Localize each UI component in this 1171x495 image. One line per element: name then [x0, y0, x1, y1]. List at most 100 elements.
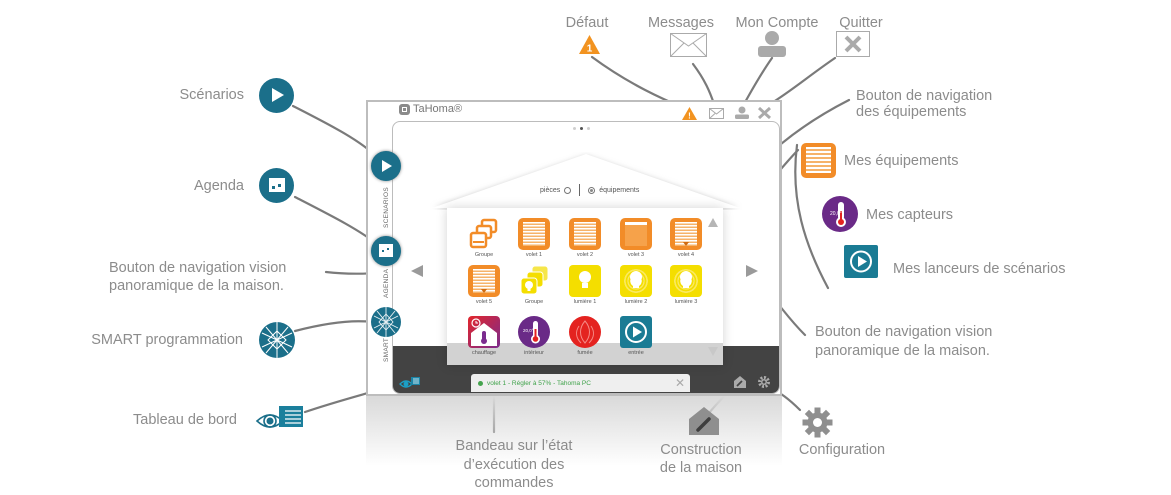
device-tile-label: lumière 3 — [674, 299, 698, 305]
device-tile-label: entrée — [628, 350, 644, 356]
smoke-icon — [569, 316, 601, 348]
scenarios-icon-large — [259, 78, 294, 113]
annotation-smart: SMART programmation — [91, 332, 243, 348]
annotation-nav-right-line2: panoramique de la maison. — [815, 343, 990, 359]
device-tile-label: intérieur — [524, 350, 544, 356]
leader-messages — [691, 62, 716, 106]
nav-devices-down-button[interactable] — [708, 347, 718, 356]
annotation-configuration: Configuration — [798, 442, 886, 458]
device-tile-label: volet 5 — [475, 299, 493, 305]
scenario-launcher-icon — [620, 316, 652, 348]
thermometer-icon: 20,0° — [518, 316, 550, 348]
account-icon-large — [758, 31, 786, 57]
annotation-status-banner-line3: commandes — [474, 475, 554, 491]
device-tile[interactable]: volet 3 — [616, 218, 656, 258]
page-dot[interactable] — [573, 127, 576, 130]
messages-icon[interactable] — [709, 108, 724, 119]
nav-panoramic-right-button[interactable] — [746, 265, 758, 277]
nav-devices-up-button[interactable] — [708, 218, 718, 227]
device-tile[interactable]: Groupe — [514, 265, 554, 305]
device-tile[interactable]: lumière 3 — [666, 265, 706, 305]
my-devices-icon — [801, 143, 836, 178]
tahoma-brand: TaHoma® — [399, 103, 462, 115]
annotation-my-launchers: Mes lanceurs de scénarios — [893, 261, 1066, 277]
smart-icon-large — [259, 322, 295, 358]
agenda-icon-large — [259, 168, 294, 203]
status-ok-icon — [478, 380, 483, 386]
command-status-banner[interactable]: volet 1 - Régler à 57% - Tahoma PC ✕ — [471, 374, 690, 392]
annotation-house-build-line2: de la maison — [659, 460, 743, 476]
tahoma-logo-icon — [399, 103, 410, 115]
device-tile[interactable]: lumière 1 — [565, 265, 605, 305]
house-build-button[interactable] — [733, 375, 747, 389]
device-tile[interactable]: volet 4 — [666, 218, 706, 258]
annotation-dashboard: Tableau de bord — [133, 412, 237, 428]
agenda-button[interactable] — [371, 236, 401, 266]
heating-icon — [468, 316, 500, 348]
device-tile[interactable]: lumière 2 — [616, 265, 656, 305]
my-scenario-launchers-icon — [844, 245, 878, 278]
device-tile[interactable]: Groupe — [464, 218, 504, 258]
shutter-open-icon — [569, 218, 601, 250]
annotation-status-banner-line2: d’exécution des — [463, 457, 565, 473]
view-option-rooms-label: pièces — [540, 186, 561, 194]
account-icon[interactable] — [734, 106, 750, 119]
device-tile-label: volet 3 — [627, 252, 645, 258]
leader-quit — [768, 56, 837, 106]
device-tile[interactable]: fumée — [565, 316, 605, 356]
light-on-icon — [670, 265, 702, 297]
device-tile[interactable]: 20,0° intérieur — [514, 316, 554, 356]
annotation-account: Mon Compte — [735, 15, 819, 31]
view-toggle: pièces équipements — [540, 184, 639, 196]
device-tile[interactable]: volet 1 — [514, 218, 554, 258]
house-build-icon-large — [689, 407, 719, 435]
house-floor-dock — [447, 343, 723, 365]
view-option-devices-radio[interactable] — [588, 186, 596, 194]
house-roof — [432, 154, 740, 208]
annotation-house-build-line1: Construction — [660, 442, 742, 458]
annotation-my-sensors: Mes capteurs — [866, 207, 954, 223]
dashboard-icon-large — [255, 406, 303, 428]
close-icon[interactable]: ✕ — [674, 376, 685, 390]
messages-icon-large — [670, 33, 707, 57]
device-tile-label: volet 4 — [677, 252, 695, 258]
device-tile[interactable]: volet 5 — [464, 265, 504, 305]
quit-icon[interactable] — [758, 107, 771, 119]
sensor-value-text: 20,0° — [830, 211, 842, 217]
device-tile-label: lumière 1 — [573, 299, 597, 305]
annotation-scenarios: Scénarios — [179, 87, 244, 103]
light-on-icon — [620, 265, 652, 297]
warning-icon[interactable]: ! — [682, 107, 697, 120]
nav-panoramic-left-button[interactable] — [411, 265, 423, 277]
device-tile-label: Groupe — [524, 299, 544, 305]
dashboard-button[interactable] — [399, 376, 421, 390]
annotation-nav-left-line1: Bouton de navigation vision — [109, 260, 287, 276]
scenarios-button[interactable] — [371, 151, 401, 181]
status-text: volet 1 - Régler à 57% - Tahoma PC — [487, 379, 591, 387]
annotation-default: Défaut — [565, 15, 609, 31]
calendar-icon — [379, 244, 393, 257]
shutter-closed-icon — [620, 218, 652, 250]
device-tile-label: fumée — [577, 350, 593, 356]
page-dot-active[interactable] — [580, 127, 583, 130]
page-dot[interactable] — [587, 127, 590, 130]
leader-smart — [293, 320, 374, 333]
view-option-rooms-radio[interactable] — [564, 186, 572, 194]
configuration-button[interactable] — [757, 375, 771, 389]
shutter-open-icon — [518, 218, 550, 250]
device-tile[interactable]: volet 2 — [565, 218, 605, 258]
device-tile-label: chauffage — [471, 350, 497, 356]
light-group-icon — [518, 265, 550, 297]
device-tile[interactable]: chauffage — [464, 316, 504, 356]
view-option-devices-label: équipements — [599, 186, 640, 194]
play-icon — [382, 160, 392, 172]
smart-programming-button[interactable] — [371, 307, 401, 337]
device-tile-label: volet 2 — [576, 252, 594, 258]
annotation-nav-right-line1: Bouton de navigation vision — [815, 324, 993, 340]
brand-name: TaHoma® — [413, 103, 463, 115]
svg-text:!: ! — [688, 112, 691, 121]
device-tile[interactable]: entrée — [616, 316, 656, 356]
device-tile-label: Groupe — [474, 252, 494, 258]
annotation-nav-devices-line2: des équipements — [856, 104, 967, 120]
configuration-icon-large — [802, 407, 833, 438]
